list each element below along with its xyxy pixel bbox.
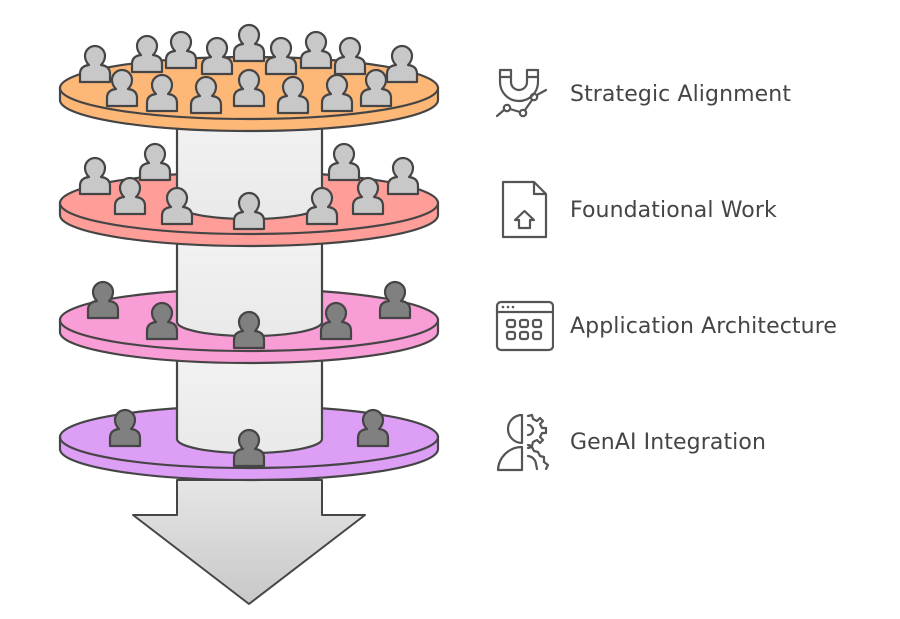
person-icon [359, 68, 393, 108]
legend-label: Foundational Work [570, 197, 777, 223]
person-icon [299, 30, 333, 70]
legend-label: GenAI Integration [570, 429, 766, 455]
person-icon [145, 301, 179, 341]
person-icon [356, 408, 390, 448]
person-icon [164, 30, 198, 70]
app-window-grid-icon [495, 300, 554, 352]
layer-stack [58, 23, 440, 482]
person-icon [276, 75, 310, 115]
person-icon [264, 36, 298, 76]
down-arrow [132, 479, 366, 605]
person-icon [378, 280, 412, 320]
person-icon [113, 176, 147, 216]
person-icon [351, 176, 385, 216]
legend-item-genai-integration: GenAI Integration [494, 412, 766, 472]
person-icon [189, 75, 223, 115]
legend-item-application-architecture: Application Architecture [494, 296, 837, 356]
head-gears-icon [496, 413, 550, 472]
legend-item-foundational-work: Foundational Work [494, 180, 777, 240]
document-home-icon [501, 180, 548, 239]
legend-item-strategic-alignment: Strategic Alignment [494, 64, 791, 124]
person-icon [305, 186, 339, 226]
person-icon [160, 186, 194, 226]
person-icon [105, 68, 139, 108]
person-icon [108, 408, 142, 448]
legend-label: Application Architecture [570, 313, 838, 339]
person-icon [145, 73, 179, 113]
person-icon [232, 68, 266, 108]
person-icon [130, 34, 164, 74]
person-icon [78, 156, 112, 196]
person-icon [86, 280, 120, 320]
person-icon [78, 44, 112, 84]
arrow-shape [132, 479, 366, 605]
person-icon [385, 44, 419, 84]
person-icon [138, 142, 172, 182]
person-icon [327, 142, 361, 182]
person-icon [232, 191, 266, 231]
person-icon [386, 156, 420, 196]
person-icon [319, 301, 353, 341]
person-icon [333, 36, 367, 76]
person-icon [232, 310, 266, 350]
person-icon [232, 23, 266, 63]
legend-label: Strategic Alignment [570, 81, 792, 107]
person-icon [200, 36, 234, 76]
layer-disk-1 [58, 23, 440, 133]
magnet-trend-icon [495, 68, 548, 118]
person-icon [232, 428, 266, 468]
person-icon [320, 73, 354, 113]
